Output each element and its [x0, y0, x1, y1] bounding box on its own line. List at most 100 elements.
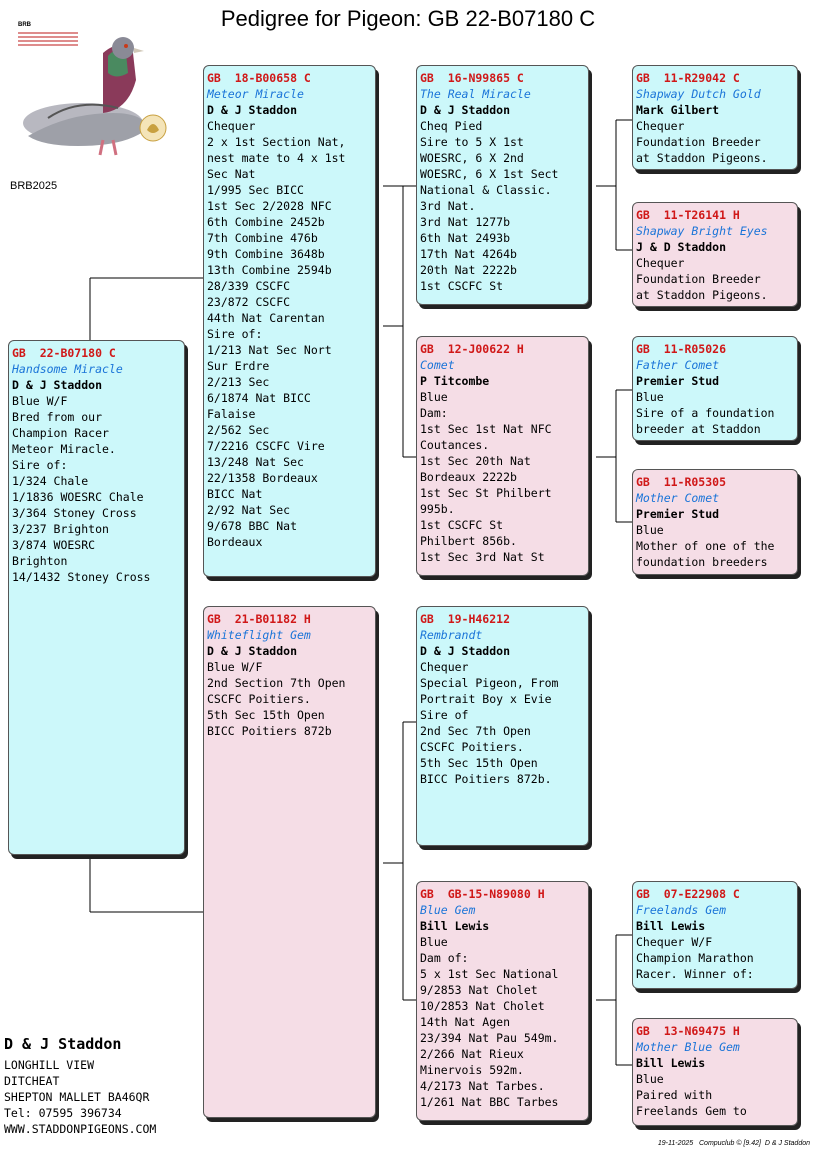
card-sire[interactable]: GB 18-B00658 C Meteor Miracle D & J Stad… [203, 65, 376, 577]
note-line: Bordeaux 2222b [420, 470, 517, 484]
note-line: 7/2216 CSCFC Vire [207, 439, 325, 453]
address-line: LONGHILL VIEW [4, 1058, 95, 1072]
breeder-name: P Titcombe [420, 374, 490, 388]
note-line: 2/213 Sec [207, 375, 270, 389]
card-notes: Blue Dam of: 5 x 1st Sec National 9/2853… [420, 934, 584, 1110]
note-line: 3rd Nat 1277b [420, 215, 511, 229]
note-line: 7th Combine 476b [207, 231, 318, 245]
note-line: Chequer [636, 119, 685, 133]
card-dam-sire[interactable]: GB 19-H46212 Rembrandt D & J Staddon Che… [416, 606, 589, 846]
note-line: 1st Sec 1st Nat NFC [420, 422, 552, 436]
ring-number: GB 11-R05026 [636, 342, 727, 356]
note-line: 9/678 BBC Nat [207, 519, 298, 533]
ring-number: GB 11-R29042 C [636, 71, 740, 85]
note-line: 1/1836 WOESRC Chale [12, 490, 144, 504]
card-dam[interactable]: GB 21-B01182 H Whiteflight Gem D & J Sta… [203, 606, 376, 1118]
note-line: Freelands Gem to [636, 1104, 747, 1118]
pigeon-name: Meteor Miracle [207, 87, 304, 101]
card-ssd[interactable]: GB 11-T26141 H Shapway Bright Eyes J & D… [632, 202, 798, 307]
note-line: 2 x 1st Section Nat, [207, 135, 346, 149]
owner-block: D & J Staddon LONGHILL VIEW DITCHEAT SHE… [4, 1035, 156, 1137]
note-line: 1st Sec 2/2028 NFC [207, 199, 332, 213]
card-sire-dam[interactable]: GB 12-J00622 H Comet P Titcombe Blue Dam… [416, 336, 589, 576]
note-line: WOESRC, 6 X 2nd [420, 151, 524, 165]
pigeon-name: The Real Miracle [420, 87, 531, 101]
note-line: Sire to 5 X 1st [420, 135, 524, 149]
breeder-name: D & J Staddon [420, 644, 511, 658]
note-line: 3/237 Brighton [12, 522, 109, 536]
note-line: Dam of: [420, 951, 469, 965]
note-line: 2nd Sec 7th Open [420, 724, 531, 738]
logo-decoration [18, 30, 78, 48]
note-line: 28/339 CSCFC [207, 279, 291, 293]
ring-number: GB 22-B07180 C [12, 346, 116, 360]
note-line: 3rd Nat. [420, 199, 476, 213]
breeder-name: Bill Lewis [636, 1056, 706, 1070]
note-line: 3/364 Stoney Cross [12, 506, 137, 520]
ring-number: GB 11-R05305 [636, 475, 727, 489]
card-sire-sire[interactable]: GB 16-N99865 C The Real Miracle D & J St… [416, 65, 589, 305]
note-line: Brighton [12, 554, 68, 568]
pigeon-name: Freelands Gem [636, 903, 727, 917]
card-dam-dam[interactable]: GB GB-15-N89080 H Blue Gem Bill Lewis Bl… [416, 881, 589, 1121]
note-line: Blue [636, 1072, 664, 1086]
pigeon-name: Whiteflight Gem [207, 628, 311, 642]
note-line: National & Classic. [420, 183, 552, 197]
note-line: 9/2853 Nat Cholet [420, 983, 538, 997]
note-line: Cheq Pied [420, 119, 483, 133]
note-line: BICC Poitiers 872b. [420, 772, 552, 786]
phone-line: Tel: 07595 396734 [4, 1106, 122, 1120]
note-line: 1st Sec 3rd Nat St [420, 550, 545, 564]
note-line: 13/248 Nat Sec [207, 455, 304, 469]
pigeon-name: Shapway Dutch Gold [636, 87, 761, 101]
note-line: at Staddon Pigeons. [636, 151, 768, 165]
note-line: 5th Sec 15th Open [207, 708, 325, 722]
note-line: 1st Sec 20th Nat [420, 454, 531, 468]
owner-name: D & J Staddon [4, 1035, 122, 1053]
note-line: 1/261 Nat BBC Tarbes [420, 1095, 559, 1109]
card-sds[interactable]: GB 11-R05026 Father Comet Premier Stud B… [632, 336, 798, 441]
note-line: 6th Nat 2493b [420, 231, 511, 245]
breeder-name: D & J Staddon [207, 644, 298, 658]
pigeon-name: Blue Gem [420, 903, 476, 917]
note-line: Sec Nat [207, 167, 256, 181]
breeder-name: Premier Stud [636, 507, 720, 521]
note-line: Sire of [420, 708, 469, 722]
note-line: 22/1358 Bordeaux [207, 471, 318, 485]
card-notes: Blue W/F Bred from our Champion Racer Me… [12, 393, 180, 585]
note-line: Dam: [420, 406, 448, 420]
note-line: 4/2173 Nat Tarbes. [420, 1079, 545, 1093]
card-ddd[interactable]: GB 13-N69475 H Mother Blue Gem Bill Lewi… [632, 1018, 798, 1126]
note-line: 20th Nat 2222b [420, 263, 517, 277]
card-notes: Chequer 2 x 1st Section Nat, nest mate t… [207, 118, 371, 550]
card-notes: Blue Dam: 1st Sec 1st Nat NFC Coutances.… [420, 389, 584, 565]
ring-number: GB 18-B00658 C [207, 71, 311, 85]
note-line: Chequer [207, 119, 256, 133]
card-dds[interactable]: GB 07-E22908 C Freelands Gem Bill Lewis … [632, 881, 798, 989]
card-notes: Chequer Special Pigeon, From Portrait Bo… [420, 659, 584, 787]
note-line: 2nd Section 7th Open [207, 676, 346, 690]
note-line: BICC Poitiers 872b [207, 724, 332, 738]
note-line: CSCFC Poitiers. [207, 692, 311, 706]
card-subject[interactable]: GB 22-B07180 C Handsome Miracle D & J St… [8, 340, 185, 855]
note-line: Foundation Breeder [636, 272, 761, 286]
card-sdd[interactable]: GB 11-R05305 Mother Comet Premier Stud B… [632, 469, 798, 575]
note-line: 1/324 Chale [12, 474, 89, 488]
note-line: CSCFC Poitiers. [420, 740, 524, 754]
note-line: foundation breeders [636, 555, 768, 569]
note-line: Champion Marathon [636, 951, 754, 965]
note-line: Blue W/F [12, 394, 68, 408]
note-line: 1st Sec St Philbert [420, 486, 552, 500]
pigeon-name: Father Comet [636, 358, 720, 372]
card-sss[interactable]: GB 11-R29042 C Shapway Dutch Gold Mark G… [632, 65, 798, 170]
website-link[interactable]: WWW.STADDONPIGEONS.COM [4, 1122, 157, 1136]
pigeon-name: Mother Blue Gem [636, 1040, 740, 1054]
note-line: Paired with [636, 1088, 713, 1102]
breeder-name: D & J Staddon [207, 103, 298, 117]
note-line: 23/394 Nat Pau 549m. [420, 1031, 559, 1045]
note-line: 6th Combine 2452b [207, 215, 325, 229]
footer-credit: 19-11-2025 Compuclub © [9.42] D & J Stad… [657, 1140, 810, 1147]
note-line: Blue [420, 390, 448, 404]
breeder-name: J & D Staddon [636, 240, 727, 254]
breeder-name: Bill Lewis [420, 919, 490, 933]
